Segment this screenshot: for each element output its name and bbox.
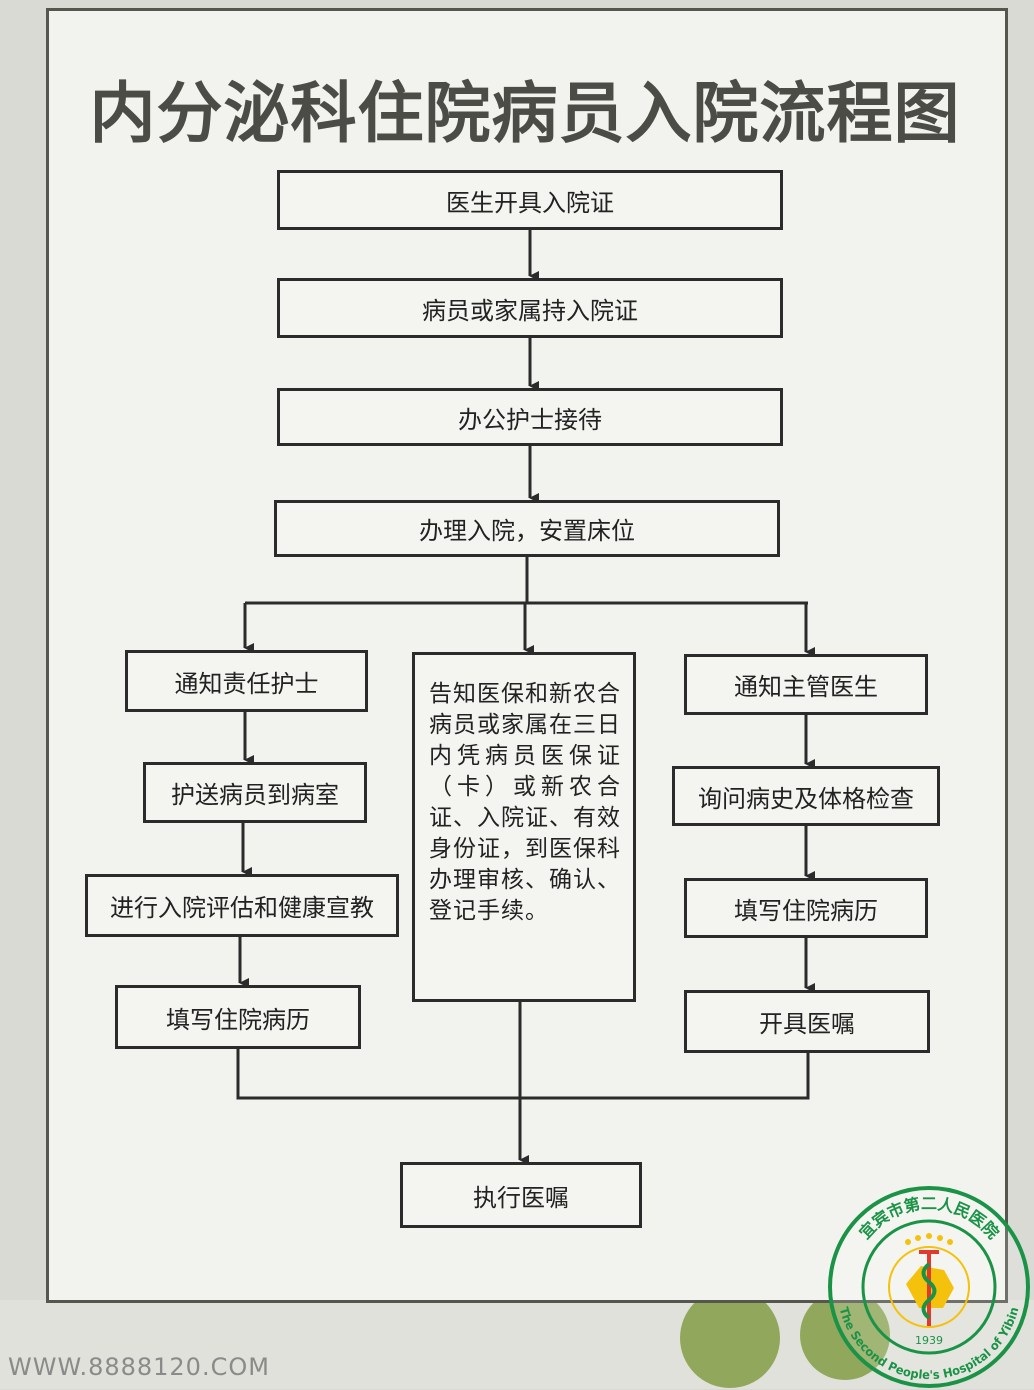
right-step-2: 询问病史及体格检查 xyxy=(672,766,940,826)
decorative-circle xyxy=(680,1288,780,1388)
hospital-logo: 宜宾市第二人民医院 The Second People's Hospital o… xyxy=(828,1186,1030,1388)
merge-line xyxy=(236,1049,810,1100)
svg-text:1939: 1939 xyxy=(915,1334,943,1347)
right-step-1: 通知主管医生 xyxy=(684,654,928,715)
left-step-3: 进行入院评估和健康宣教 xyxy=(85,874,399,937)
step-nurse-reception: 办公护士接待 xyxy=(277,388,783,446)
decorative-circle xyxy=(800,1290,890,1380)
left-step-1: 通知责任护士 xyxy=(125,650,368,712)
step-patient-holds-certificate: 病员或家属持入院证 xyxy=(277,278,783,338)
watermark: WWW.8888120.COM xyxy=(8,1353,270,1381)
left-step-2: 护送病员到病室 xyxy=(143,762,367,823)
step-doctor-issues-admission: 医生开具入院证 xyxy=(277,170,783,230)
page-title: 内分泌科住院病员入院流程图 xyxy=(89,74,961,152)
left-step-4: 填写住院病历 xyxy=(115,985,361,1049)
right-step-4: 开具医嘱 xyxy=(684,990,930,1053)
right-step-3: 填写住院病历 xyxy=(684,878,928,938)
final-step-execute-orders: 执行医嘱 xyxy=(400,1162,642,1228)
insurance-notice-step: 告知医保和新农合病员或家属在三日内凭病员医保证（卡）或新农合证、入院证、有效身份… xyxy=(412,652,636,1002)
step-admission-bed: 办理入院，安置床位 xyxy=(274,500,780,557)
